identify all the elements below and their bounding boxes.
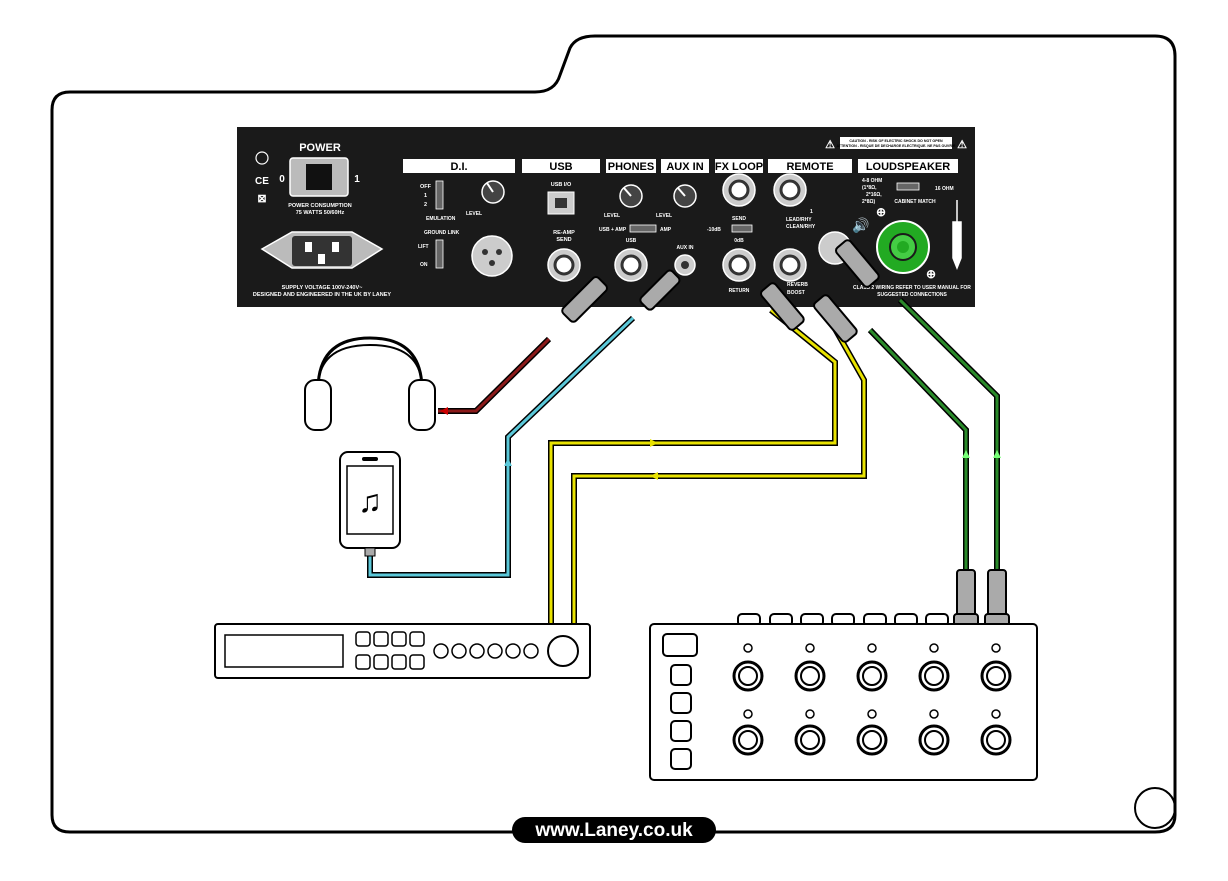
- footer-url: www.Laney.co.uk: [534, 820, 693, 841]
- music-note-icon: ♫: [358, 483, 382, 519]
- panel-label: (1*8Ω,: [862, 185, 877, 191]
- panel-label: OFF: [420, 184, 432, 190]
- panel-label: GROUND LINK: [424, 230, 460, 236]
- panel-label: 2: [424, 202, 427, 208]
- warning-icon: ⚠: [957, 139, 967, 151]
- panel-label: USB I/O: [551, 182, 572, 188]
- panel-label: LEVEL: [656, 213, 672, 219]
- panel-label: LEAD/RHY: [786, 217, 812, 223]
- power-label: POWER: [299, 142, 341, 154]
- panel-label: ATTENTION - RISQUE DE DECHARGE ELECTRIQU…: [836, 144, 955, 148]
- panel-label: USB + AMP: [599, 227, 627, 233]
- footer-url-badge: www.Laney.co.uk: [512, 817, 716, 843]
- panel-label: AMP: [660, 227, 672, 233]
- panel-label: 75 WATTS 50/60Hz: [296, 210, 345, 216]
- phone-cable: [367, 315, 636, 578]
- jack-plug-icon: [952, 200, 962, 271]
- panel-label: 1: [424, 193, 427, 199]
- impedance-switch[interactable]: [896, 182, 920, 191]
- panel-label: SUGGESTED CONNECTIONS: [877, 292, 947, 298]
- panel-label: AUX IN: [677, 245, 694, 251]
- panel-label: FX LOOP: [715, 161, 763, 173]
- headphone-cable: [438, 336, 552, 415]
- panel-label: CABINET MATCH: [894, 199, 936, 205]
- rcm-mark-icon: [255, 151, 269, 165]
- panel-label: 4-8 OHM: [862, 178, 882, 184]
- panel-label: 1: [810, 209, 813, 215]
- panel-label: 0: [279, 174, 285, 185]
- weee-bin-icon: ⊠: [257, 193, 266, 205]
- signal-arrow: [650, 472, 658, 480]
- fx-return-cable: [571, 318, 867, 624]
- svg-text:⊕: ⊕: [926, 267, 936, 281]
- warning-icon: ⚠: [825, 139, 835, 151]
- panel-label: USB: [626, 238, 637, 244]
- panel-label: BOOST: [787, 290, 805, 296]
- panel-label: LEVEL: [604, 213, 620, 219]
- panel-label: D.I.: [450, 161, 467, 173]
- panel-label: SEND: [556, 237, 571, 243]
- panel-label: 2*8Ω): [862, 199, 876, 205]
- panel-label: EMULATION: [426, 216, 456, 222]
- fx-send-cable: [548, 307, 838, 624]
- panel-label: 2*16Ω,: [866, 192, 882, 198]
- panel-label: CLASS 2 WIRING REFER TO USER MANUAL FOR: [853, 285, 971, 291]
- panel-label: 1: [354, 174, 360, 185]
- page-number-circle: [1134, 787, 1176, 829]
- panel-label: CAUTION - RISK OF ELECTRIC SHOCK DO NOT …: [849, 139, 943, 143]
- footswitch-cable-2: [897, 297, 1001, 572]
- page-outline: [50, 34, 1177, 834]
- signal-arrow: [962, 450, 970, 458]
- panel-label: PHONES: [608, 161, 654, 173]
- svg-text:⊕: ⊕: [876, 205, 886, 219]
- footswitch-controller: [649, 569, 1038, 781]
- jack-plugs: [561, 239, 880, 343]
- amp-rear-panel: POWER 0 1 POWER CONSUMPTION 75 WATTS 50/…: [237, 127, 975, 307]
- panel-label: AUX IN: [666, 161, 703, 173]
- ce-mark: CE: [255, 176, 269, 187]
- speaker-icon: 🔊: [852, 216, 869, 234]
- emulation-switch[interactable]: [435, 180, 444, 210]
- panel-label: -10dB: [707, 227, 721, 233]
- di-xlr-output[interactable]: [471, 235, 513, 277]
- panel-label: RETURN: [729, 288, 750, 294]
- panel-label: POWER CONSUMPTION: [288, 203, 352, 209]
- panel-label: RE-AMP: [553, 230, 575, 236]
- panel-label: CLEAN/RHY: [786, 224, 816, 230]
- panel-label: DESIGNED AND ENGINEERED IN THE UK BY LAN…: [253, 292, 391, 298]
- signal-arrow: [650, 439, 658, 447]
- panel-label: LOUDSPEAKER: [866, 161, 950, 173]
- signal-arrow: [440, 407, 448, 415]
- panel-label: REMOTE: [786, 161, 833, 173]
- fx-level-switch[interactable]: [731, 224, 753, 233]
- signal-arrow: [993, 450, 1001, 458]
- phones-source-switch[interactable]: [629, 224, 657, 233]
- footswitch-cable-1: [867, 327, 970, 572]
- panel-label: SUPPLY VOLTAGE 100V-240V~: [282, 285, 363, 291]
- smartphone-icon: ♫: [339, 451, 401, 557]
- headphones-icon: [304, 336, 436, 431]
- panel-label: 16 OHM: [935, 186, 954, 192]
- panel-label: LEVEL: [466, 211, 482, 217]
- panel-label: LIFT: [418, 244, 429, 250]
- panel-label: SEND: [732, 216, 746, 222]
- ground-lift-switch[interactable]: [435, 239, 444, 269]
- panel-label: 0dB: [734, 238, 744, 244]
- panel-label: REVERB: [787, 282, 808, 288]
- rack-effects-unit: [214, 623, 591, 679]
- panel-label: USB: [549, 161, 572, 173]
- panel-label: ON: [420, 262, 428, 268]
- signal-arrow: [504, 458, 512, 466]
